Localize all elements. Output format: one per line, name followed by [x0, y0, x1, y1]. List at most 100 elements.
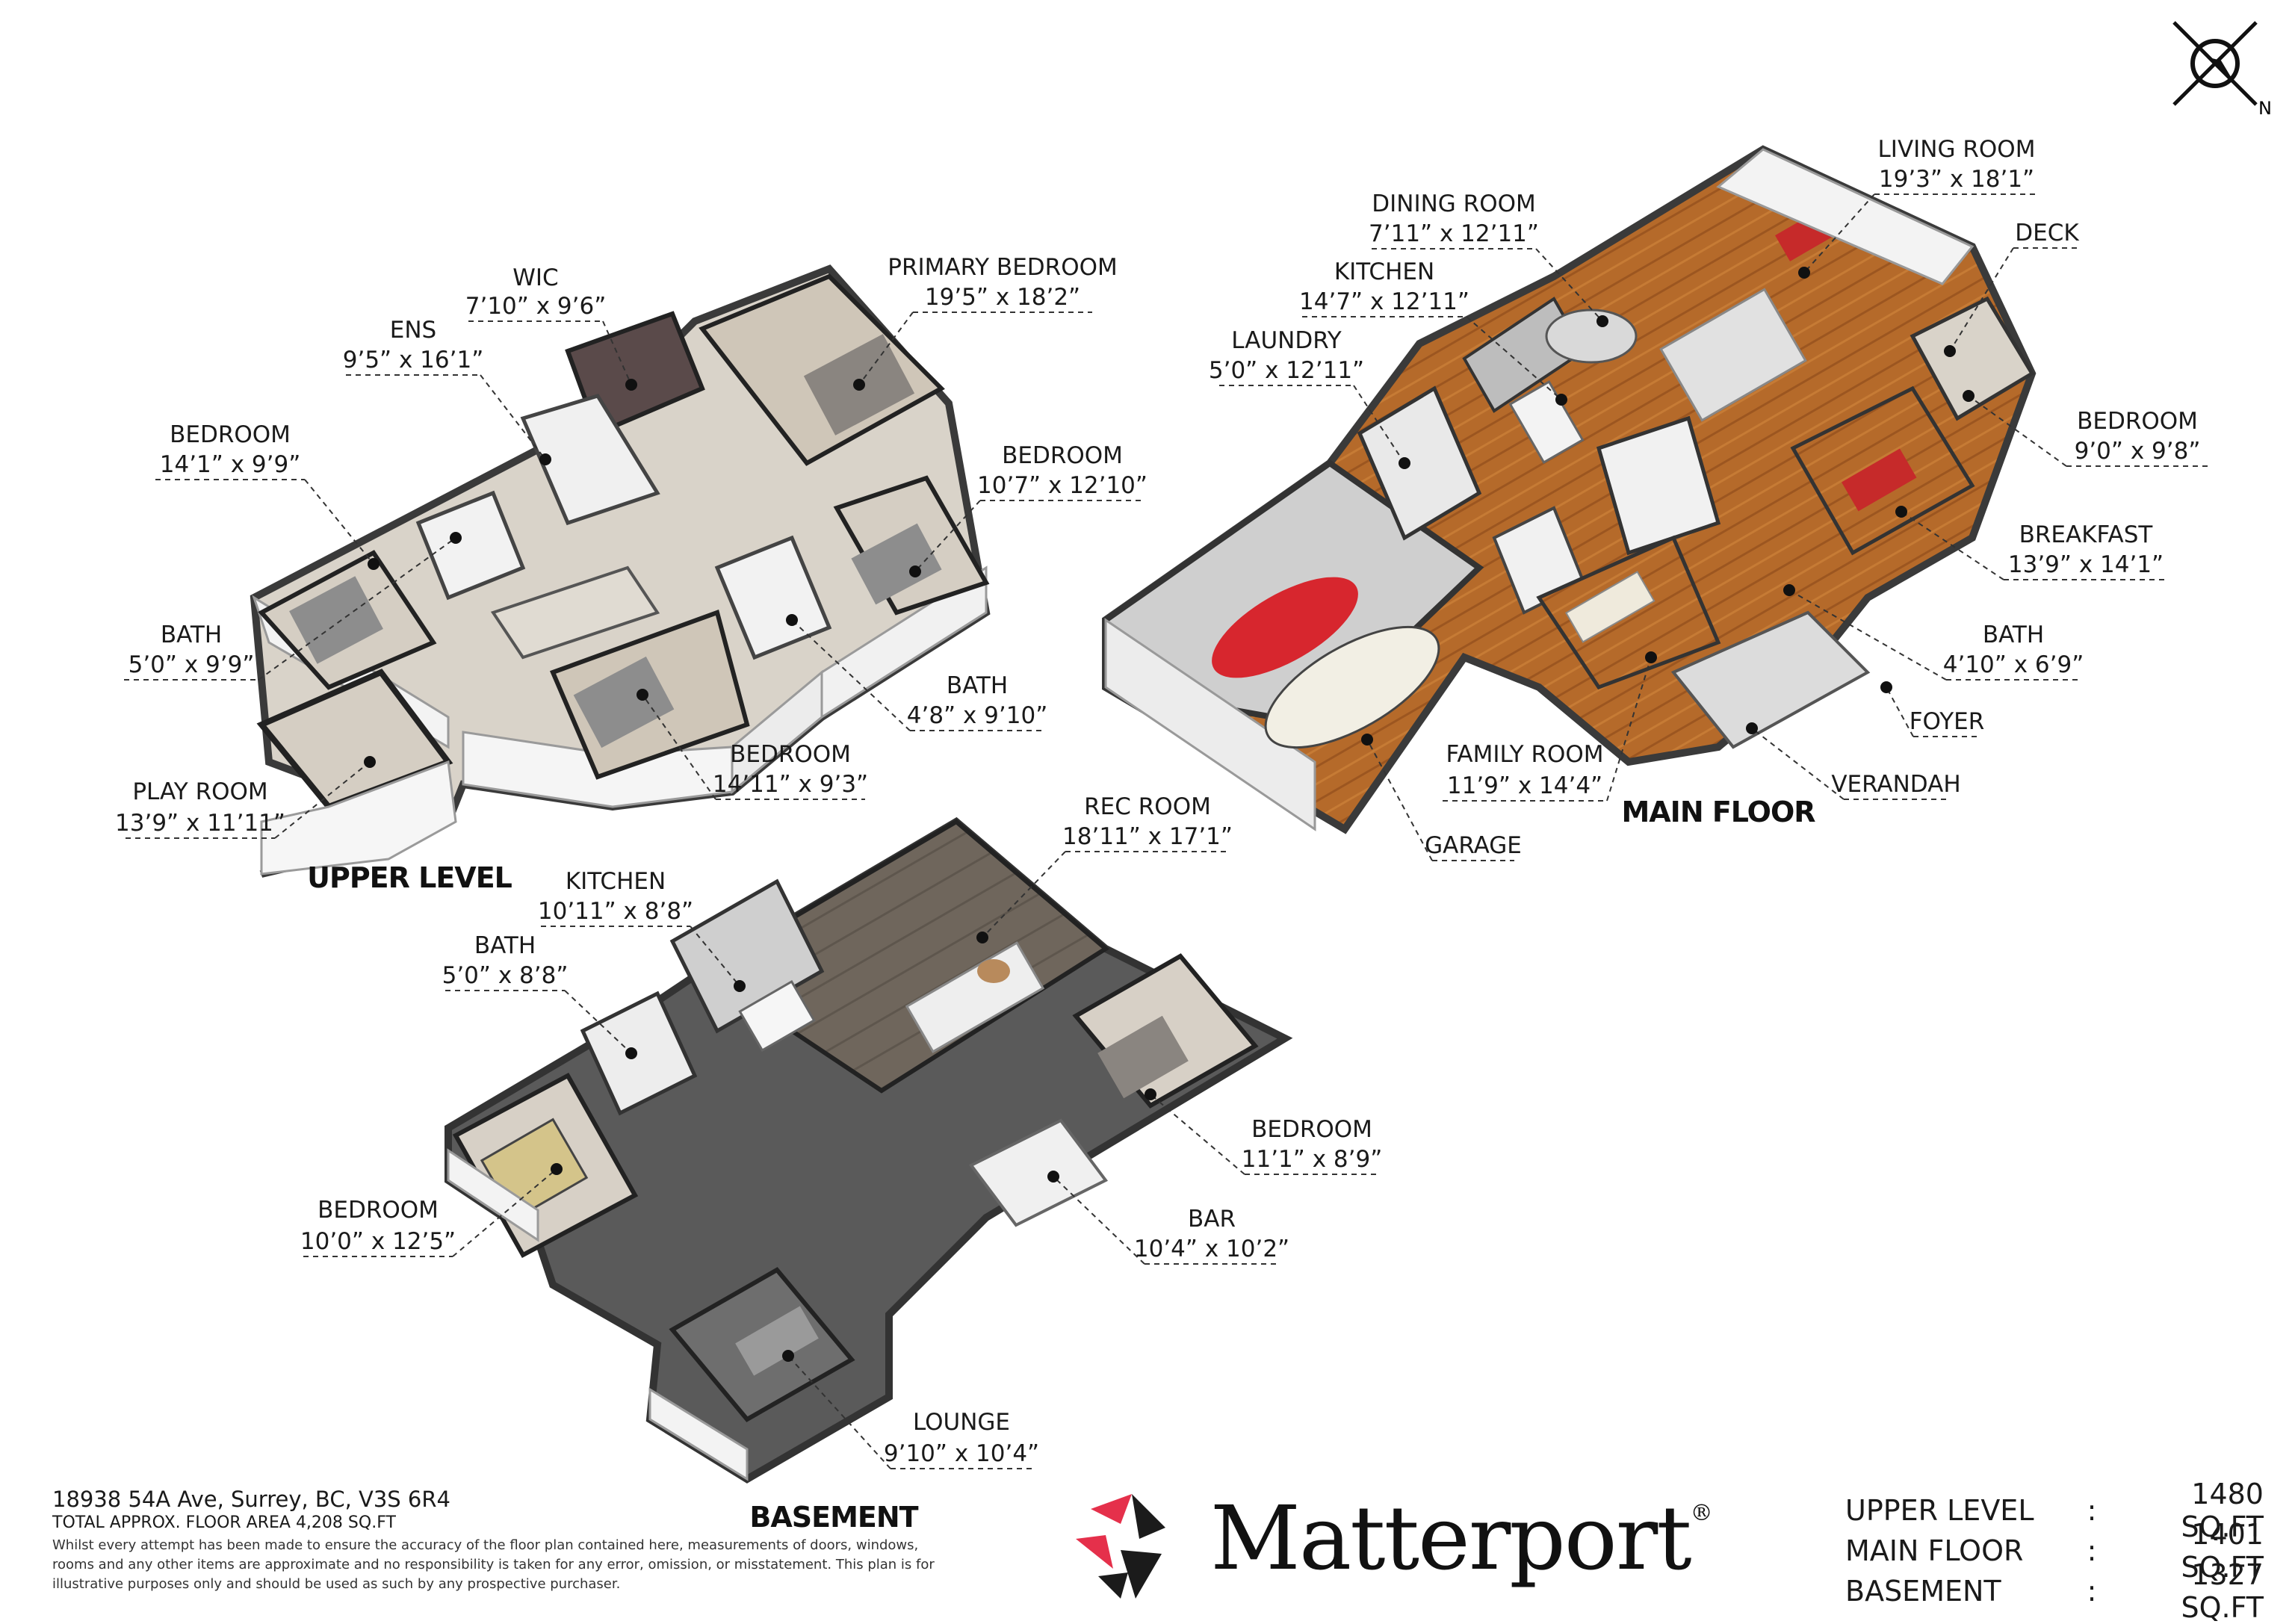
label-ens-dim: 9’5” x 16’1” — [343, 347, 484, 374]
label-main-bedroom-dim: 9’0” x 9’8” — [2075, 438, 2201, 465]
compass-icon: N — [2172, 21, 2272, 119]
dining-table-icon — [1545, 309, 1638, 364]
leader-line — [914, 500, 981, 572]
room-marker-dot — [1944, 345, 1956, 357]
label-bsmt-bedroom-2-dim: 10’0” x 12’5” — [300, 1228, 456, 1255]
room-marker-dot — [786, 614, 798, 626]
room-marker-dot — [909, 565, 921, 577]
room-marker-dot — [782, 1350, 794, 1362]
wall — [648, 1387, 749, 1481]
kitchen-island — [1508, 379, 1585, 465]
leader-line — [1788, 589, 1947, 681]
area-row: MAIN FLOOR : 1401 SQ.FT — [1845, 1518, 2264, 1584]
label-wic-name: WIC — [512, 264, 558, 291]
sofa-icon — [735, 1306, 819, 1376]
area-level: MAIN FLOOR — [1845, 1534, 2024, 1567]
leader-line — [1466, 316, 1562, 400]
label-rec-room-name: REC ROOM — [1084, 793, 1211, 820]
red-car-icon — [1212, 577, 1358, 678]
area-value: 1480 SQ.FT — [2181, 1478, 2264, 1543]
label-bar-name: BAR — [1188, 1206, 1236, 1233]
area-separator: : — [2087, 1534, 2097, 1567]
area-row: BASEMENT : 1327 SQ.FT — [1845, 1558, 2264, 1624]
leader-line — [982, 851, 1066, 938]
label-bsmt-bedroom-1-name: BEDROOM — [1251, 1116, 1372, 1143]
room-marker-dot — [1798, 267, 1810, 279]
leader-line — [258, 537, 456, 681]
laundry-room — [1357, 385, 1482, 541]
upper-level-title: UPPER LEVEL — [307, 861, 512, 894]
sofa-icon — [1565, 571, 1656, 643]
area-value: 1327 SQ.FT — [2181, 1558, 2264, 1624]
room-marker-dot — [625, 1047, 637, 1059]
deck-railing — [1716, 148, 1975, 285]
label-upper-bedroom-2-dim: 10’7” x 12’10” — [977, 472, 1148, 499]
room-marker-dot — [1145, 1088, 1156, 1100]
brand-name: Matterport — [1210, 1487, 1692, 1590]
room-marker-dot — [1399, 457, 1410, 469]
label-family-room-name: FAMILY ROOM — [1446, 741, 1603, 768]
room-marker-dot — [539, 453, 551, 465]
upper-bath-2-room — [714, 535, 832, 660]
label-living-room-name: LIVING ROOM — [1878, 136, 2036, 163]
basement-title: BASEMENT — [749, 1501, 918, 1534]
room-marker-dot — [368, 558, 380, 570]
brand-registered-mark: ® — [1690, 1500, 1713, 1526]
leader-line — [791, 619, 911, 731]
label-bsmt-kitchen-name: KITCHEN — [566, 868, 666, 895]
bed-icon — [573, 656, 675, 749]
leader-line — [1150, 1094, 1245, 1175]
area-separator: : — [2087, 1494, 2097, 1527]
room-marker-dot — [734, 980, 746, 992]
leader-line — [304, 479, 374, 565]
compass-north-label: N — [2258, 98, 2272, 119]
main-bedroom-room — [1910, 296, 2035, 421]
white-car-icon — [1264, 625, 1440, 749]
label-play-room-dim: 13’9” x 11’11” — [115, 810, 285, 837]
room-marker-dot — [625, 379, 637, 391]
area-value: 1401 SQ.FT — [2181, 1518, 2264, 1584]
label-lounge-name: LOUNGE — [913, 1409, 1010, 1436]
label-bsmt-bedroom-1-dim: 11’1” x 8’9” — [1242, 1146, 1383, 1173]
room-marker-dot — [1746, 722, 1758, 734]
bar-counter — [968, 1118, 1109, 1227]
bed-icon — [1097, 1015, 1189, 1099]
area-level: BASEMENT — [1845, 1575, 2001, 1608]
room-marker-dot — [551, 1163, 563, 1175]
label-primary-bedroom-dim: 19’5” x 18’2” — [925, 284, 1080, 311]
footer-total-area: TOTAL APPROX. FLOOR AREA 4,208 SQ.FT — [52, 1513, 396, 1532]
leader-line — [1803, 193, 1875, 273]
leader-line — [274, 761, 371, 839]
label-main-kitchen-name: KITCHEN — [1334, 258, 1434, 285]
label-garage-name: GARAGE — [1425, 832, 1522, 859]
bed-icon — [289, 576, 383, 664]
label-upper-bath-1-name: BATH — [161, 622, 222, 648]
room-marker-dot — [976, 932, 988, 943]
label-upper-bedroom-1-dim: 14’1” x 9’9” — [160, 451, 301, 478]
room-marker-dot — [1047, 1171, 1059, 1183]
label-family-room-dim: 11’9” x 14’4” — [1447, 772, 1602, 799]
label-upper-bedroom-1-name: BEDROOM — [170, 421, 291, 448]
room-marker-dot — [1783, 584, 1795, 596]
room-marker-dot — [450, 532, 462, 544]
room-marker-dot — [637, 689, 648, 701]
label-deck-name: DECK — [2015, 220, 2079, 247]
matterport-logo-icon — [1076, 1494, 1165, 1599]
label-upper-bath-1-dim: 5’0” x 9’9” — [128, 651, 255, 678]
upper-level-plan — [250, 264, 991, 878]
label-main-bedroom-name: BEDROOM — [2077, 408, 2198, 435]
room-marker-dot — [1596, 315, 1608, 327]
label-rec-room-dim: 18’11” x 17’1” — [1062, 823, 1233, 850]
label-laundry-name: LAUNDRY — [1231, 327, 1341, 354]
label-primary-bedroom-name: PRIMARY BEDROOM — [888, 254, 1118, 281]
room-marker-dot — [1555, 394, 1567, 406]
room-marker-dot — [1963, 390, 1975, 402]
label-bar-dim: 10’4” x 10’2” — [1134, 1236, 1289, 1262]
rug-icon — [1659, 288, 1807, 422]
label-verandah-name: VERANDAH — [1831, 771, 1960, 798]
matterport-wordmark: Matterport® — [1210, 1487, 1713, 1590]
room-marker-dot — [853, 379, 865, 391]
ens-room — [520, 394, 660, 526]
room-marker-dot — [1895, 506, 1907, 518]
